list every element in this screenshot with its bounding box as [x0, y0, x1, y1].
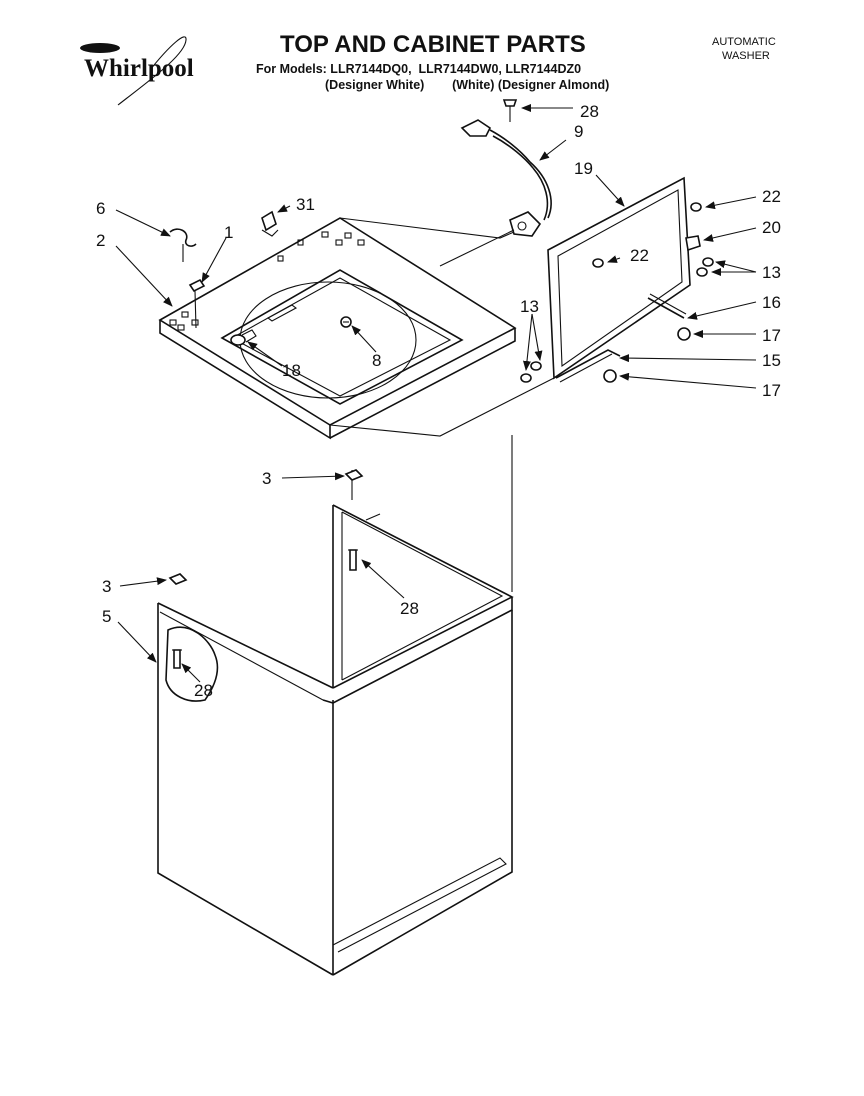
callout-18: 18: [282, 361, 301, 380]
part-19-lid: [547, 176, 691, 380]
callout-8: 8: [372, 351, 381, 370]
part-16-hinge-rod: [647, 293, 687, 319]
part-5-cabinet: [157, 504, 514, 976]
callout-1: 1: [224, 223, 233, 242]
callout-leaders: [115, 104, 757, 683]
callout-28-cabinet: 28: [400, 599, 419, 618]
whirlpool-logo: Whirlpool: [80, 36, 194, 106]
product-type-line1: AUTOMATIC: [712, 36, 776, 48]
part-18-bumper: [230, 329, 257, 346]
callout-28-front: 28: [194, 681, 213, 700]
callout-6: 6: [96, 199, 105, 218]
part-3-clip-front: [168, 573, 188, 585]
callout-28-harness: 28: [580, 102, 599, 121]
callout-16: 16: [762, 293, 781, 312]
part-28-screw-front: [172, 649, 182, 669]
part-28-screw-cabinet: [348, 549, 358, 571]
callout-20: 20: [762, 218, 781, 237]
part-1-clip: [188, 278, 206, 329]
callout-17-top: 17: [762, 326, 781, 345]
callout-17-bottom: 17: [762, 381, 781, 400]
part-13-screws-right: [696, 257, 714, 277]
part-20-clip: [685, 235, 701, 252]
callout-22-inner: 22: [630, 246, 649, 265]
part-31-bracket: [261, 210, 279, 237]
washer-top-panel: [158, 217, 517, 440]
part-8-screw: [340, 316, 352, 328]
page-title: TOP AND CABINET PARTS: [280, 31, 586, 58]
callout-9: 9: [574, 122, 583, 141]
part-15-hinge-rod: [555, 349, 621, 383]
callout-5: 5: [102, 607, 111, 626]
product-type-line2: WASHER: [722, 50, 770, 62]
callout-2: 2: [96, 231, 105, 250]
part-9-lid-switch-harness: [460, 119, 552, 237]
part-6-clip: [169, 228, 197, 262]
callout-3-rear: 3: [262, 469, 271, 488]
part-17-bushing-top: [677, 327, 691, 341]
part-13-screws-left: [520, 361, 542, 383]
callout-13-left: 13: [520, 297, 539, 316]
callout-22-top: 22: [762, 187, 781, 206]
callout-19: 19: [574, 159, 593, 178]
callout-13-right: 13: [762, 263, 781, 282]
callout-31: 31: [296, 195, 315, 214]
callout-15: 15: [762, 351, 781, 370]
part-28-screw-harness: [502, 99, 518, 122]
brand-name: Whirlpool: [84, 55, 194, 82]
models-line: For Models: LLR7144DQ0, LLR7144DW0, LLR7…: [256, 62, 581, 76]
part-22-bumper-inner: [592, 258, 604, 268]
part-17-bushing-bottom: [603, 369, 617, 383]
variants-line: (Designer White) (White) (Designer Almon…: [325, 78, 609, 92]
callout-3-front: 3: [102, 577, 111, 596]
part-3-clip-rear: [344, 469, 364, 481]
part-22-bumper-top: [690, 202, 702, 212]
